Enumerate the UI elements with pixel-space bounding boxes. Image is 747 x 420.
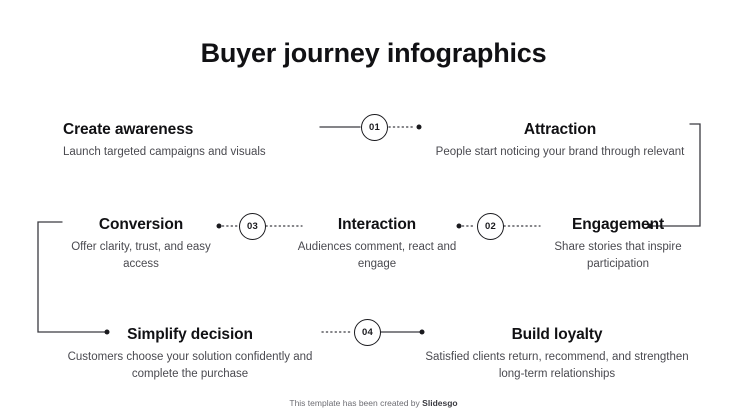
step-heading-engagement: Engagement <box>571 216 664 233</box>
step-heading-conversion: Conversion <box>98 216 184 233</box>
page-title: Buyer journey infographics <box>200 38 547 68</box>
step-body-interaction: Audiences comment, react and engage <box>297 241 457 270</box>
step-block-conversion: Conversion Offer clarity, trust, and eas… <box>57 215 225 272</box>
step-body-conversion: Offer clarity, trust, and easy access <box>71 241 211 270</box>
step-heading-create-awareness: Create awareness <box>63 121 194 138</box>
endpoint-dot-row1-right <box>416 124 422 130</box>
step-node-04[interactable]: 04 <box>354 318 381 346</box>
step-heading-interaction: Interaction <box>337 216 417 233</box>
step-node-02[interactable]: 02 <box>477 212 504 240</box>
step-node-01[interactable]: 01 <box>361 113 388 141</box>
step-body-simplify-decision: Customers choose your solution confident… <box>67 351 313 380</box>
step-body-engagement: Share stories that inspire participation <box>554 241 682 270</box>
step-block-engagement: Engagement Share stories that inspire pa… <box>534 215 702 272</box>
footer-credit: This template has been created by Slides… <box>0 398 747 408</box>
step-block-create-awareness: Create awareness Launch targeted campaig… <box>63 120 313 161</box>
step-block-build-loyalty: Build loyalty Satisfied clients return, … <box>424 325 690 382</box>
step-block-interaction: Interaction Audiences comment, react and… <box>293 215 461 272</box>
step-heading-simplify-decision: Simplify decision <box>127 326 253 343</box>
footer-brand[interactable]: Slidesgo <box>422 398 458 408</box>
footer-credit-text: This template has been created by <box>289 398 420 408</box>
step-node-03[interactable]: 03 <box>239 212 266 240</box>
step-heading-build-loyalty: Build loyalty <box>511 326 603 343</box>
step-heading-attraction: Attraction <box>523 121 597 138</box>
step-body-create-awareness: Launch targeted campaigns and visuals <box>63 146 266 159</box>
step-body-build-loyalty: Satisfied clients return, recommend, and… <box>425 351 689 380</box>
step-block-simplify-decision: Simplify decision Customers choose your … <box>57 325 323 382</box>
step-body-attraction: People start noticing your brand through… <box>435 146 685 159</box>
step-block-attraction: Attraction People start noticing your br… <box>432 120 688 161</box>
